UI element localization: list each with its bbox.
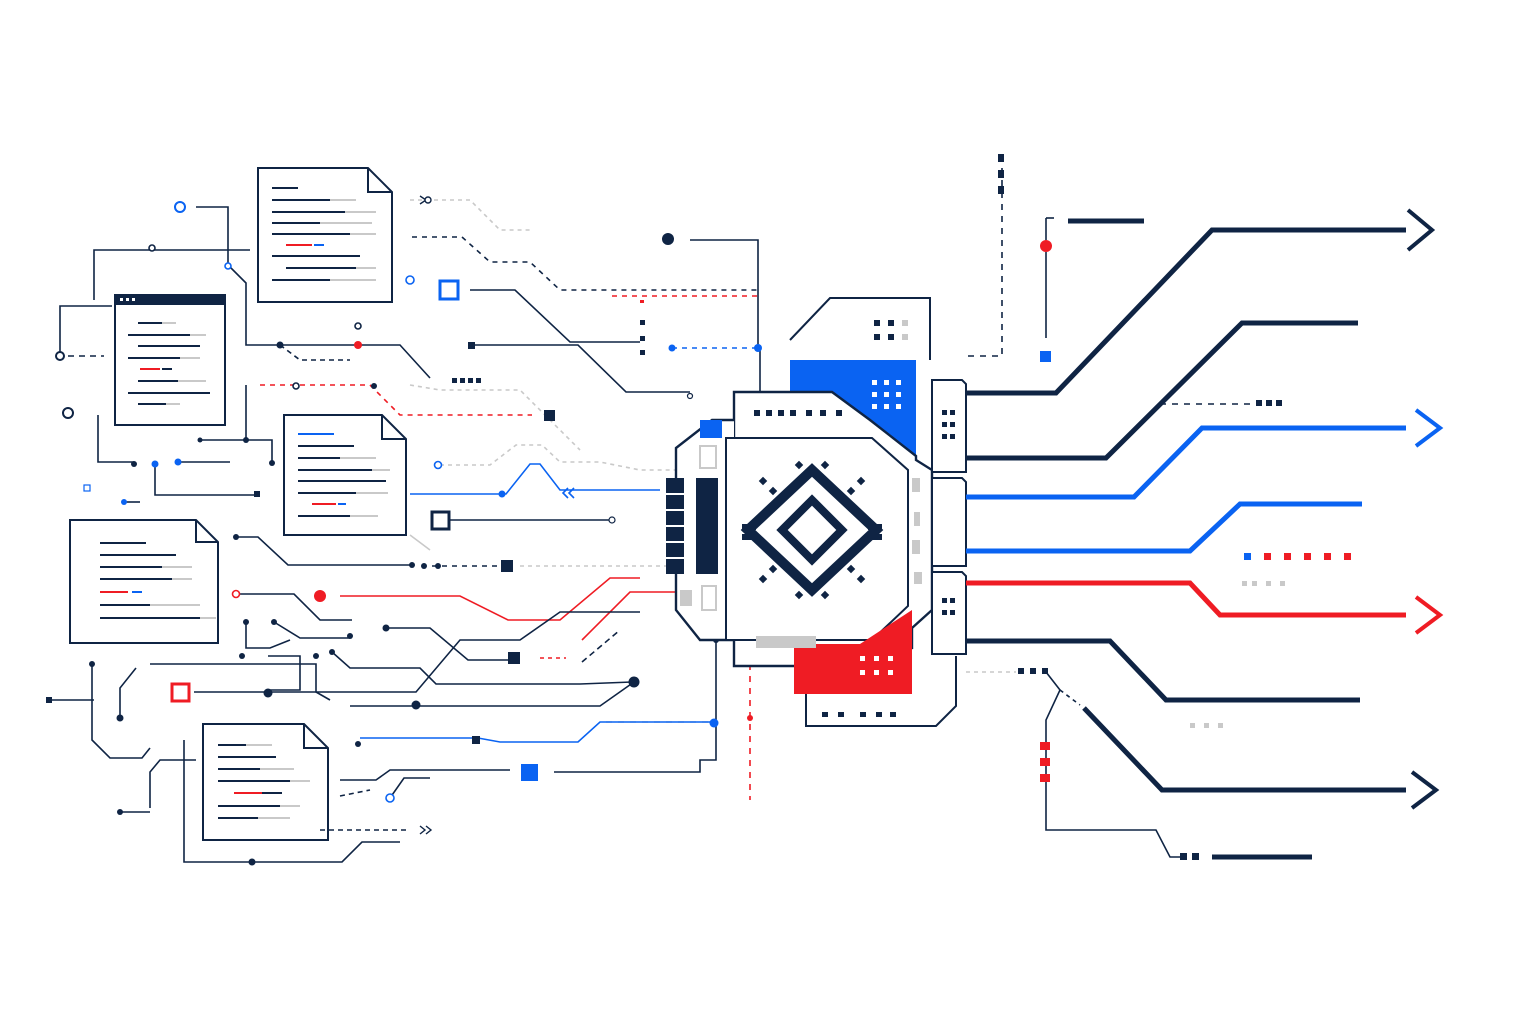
arrow-marker <box>419 195 432 205</box>
output-details <box>640 154 1351 860</box>
trace-nodes <box>55 201 762 866</box>
arrow-right-icon <box>1410 770 1440 810</box>
document-icon <box>69 519 219 644</box>
output-traces <box>966 218 1406 860</box>
document-icon <box>257 167 393 303</box>
input-traces <box>48 199 761 863</box>
arrow-right-icon <box>1406 208 1436 252</box>
document-icon <box>202 723 329 841</box>
arrow-right-icon <box>1414 595 1444 635</box>
double-chevron-left-icon <box>561 487 575 499</box>
document-icon <box>283 414 407 536</box>
arrow-right-icon <box>1414 408 1444 448</box>
processor-chip-icon <box>666 297 967 727</box>
double-chevron-right-icon <box>419 825 433 835</box>
trace-square-markers <box>46 279 645 781</box>
browser-window-icon <box>114 294 226 426</box>
